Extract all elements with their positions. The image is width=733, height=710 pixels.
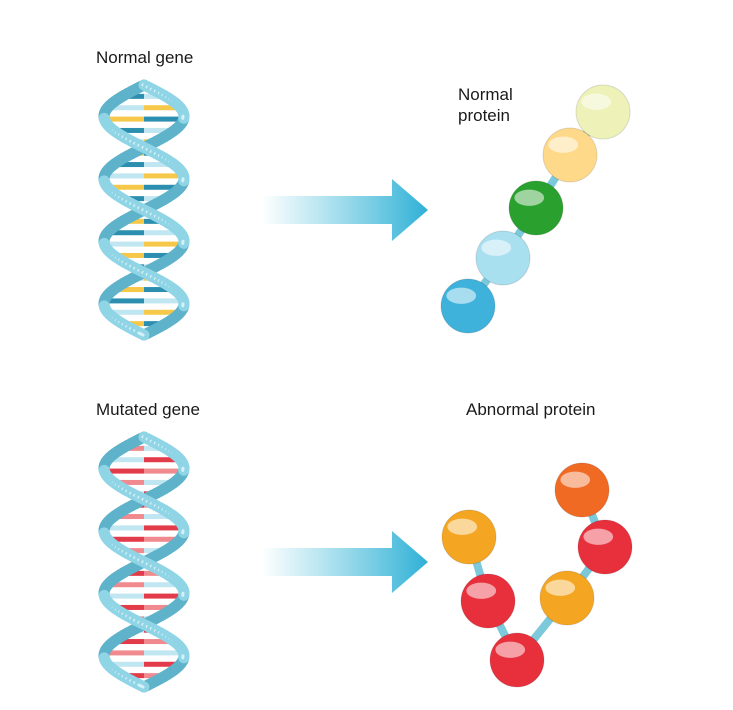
base-pair-right <box>144 309 181 315</box>
base-pair-left <box>104 116 144 122</box>
amino-acid-bead <box>542 127 598 183</box>
base-pair-right <box>144 604 175 610</box>
base-pair-left <box>107 184 144 190</box>
base-pair-right <box>144 650 184 656</box>
base-pair-right <box>144 173 184 179</box>
base-pair-left <box>113 252 144 258</box>
abnormal-protein-chain-icon <box>441 462 633 688</box>
base-pair-right <box>144 105 181 111</box>
bead-highlight <box>447 518 478 535</box>
base-pair-left <box>113 604 144 610</box>
dna-helix-normal-icon <box>98 79 190 341</box>
base-pair-right <box>144 536 181 542</box>
normal-protein-chain-icon <box>440 84 631 334</box>
bead-highlight <box>446 287 477 304</box>
base-pair-left <box>107 230 144 236</box>
base-pair-left <box>113 514 144 520</box>
bead-highlight <box>495 641 526 658</box>
base-pair-left <box>104 593 144 599</box>
base-pair-left <box>107 457 144 463</box>
base-pair-left <box>107 105 144 111</box>
amino-acid-bead <box>460 573 516 629</box>
amino-acid-bead <box>475 230 531 286</box>
base-pair-right <box>144 639 175 645</box>
base-pair-left <box>113 287 144 293</box>
bead-highlight <box>548 136 579 153</box>
bead-highlight <box>581 93 612 110</box>
amino-acid-bead <box>508 180 564 236</box>
mutated-gene-label: Mutated gene <box>96 400 200 419</box>
base-pair-left <box>104 241 144 247</box>
base-pair-left <box>104 298 144 304</box>
amino-acid-bead <box>539 570 595 626</box>
base-pair-right <box>144 298 184 304</box>
normal-protein-label: Normal protein <box>458 84 513 126</box>
helix-strand-highlight <box>137 683 145 689</box>
bead-highlight <box>583 528 614 545</box>
base-pair-left <box>113 479 144 485</box>
base-pair-left <box>113 162 144 168</box>
bead-highlight <box>545 579 576 596</box>
base-pair-right <box>144 241 184 247</box>
helix-strand-highlight <box>137 331 145 337</box>
amino-acid-bead <box>575 84 631 140</box>
base-pair-right <box>144 116 184 122</box>
base-pair-right <box>144 479 175 485</box>
bead-highlight <box>481 239 512 256</box>
base-pair-right <box>144 230 181 236</box>
base-pair-left <box>104 525 144 531</box>
base-pair-right <box>144 127 175 133</box>
base-pair-left <box>107 309 144 315</box>
base-pair-right <box>144 593 184 599</box>
base-pair-right <box>144 162 175 168</box>
arrow-right-icon-top <box>262 179 428 241</box>
normal-gene-label: Normal gene <box>96 48 194 67</box>
normal-protein-label-line1: Normal <box>458 85 513 104</box>
amino-acid-bead <box>440 278 496 334</box>
base-pair-left <box>107 536 144 542</box>
base-pair-left <box>104 468 144 474</box>
amino-acid-bead <box>577 519 633 575</box>
abnormal-protein-label: Abnormal protein <box>466 400 596 419</box>
bead-highlight <box>560 471 591 488</box>
base-pair-left <box>107 582 144 588</box>
base-pair-right <box>144 661 181 667</box>
amino-acid-bead <box>554 462 610 518</box>
base-pair-left <box>113 639 144 645</box>
amino-acid-bead <box>441 509 497 565</box>
bead-highlight <box>466 582 497 599</box>
base-pair-left <box>104 650 144 656</box>
dna-helix-mutated-icon <box>98 431 190 693</box>
base-pair-left <box>113 127 144 133</box>
base-pair-right <box>144 468 184 474</box>
base-pair-left <box>107 661 144 667</box>
amino-acid-bead <box>489 632 545 688</box>
base-pair-right <box>144 525 184 531</box>
base-pair-right <box>144 287 175 293</box>
base-pair-left <box>104 173 144 179</box>
base-pair-right <box>144 457 181 463</box>
base-pair-right <box>144 514 175 520</box>
bead-highlight <box>514 189 545 206</box>
base-pair-right <box>144 184 181 190</box>
base-pair-right <box>144 252 175 258</box>
normal-protein-label-line2: protein <box>458 106 510 125</box>
base-pair-right <box>144 582 181 588</box>
arrow-right-icon-bottom <box>262 531 428 593</box>
